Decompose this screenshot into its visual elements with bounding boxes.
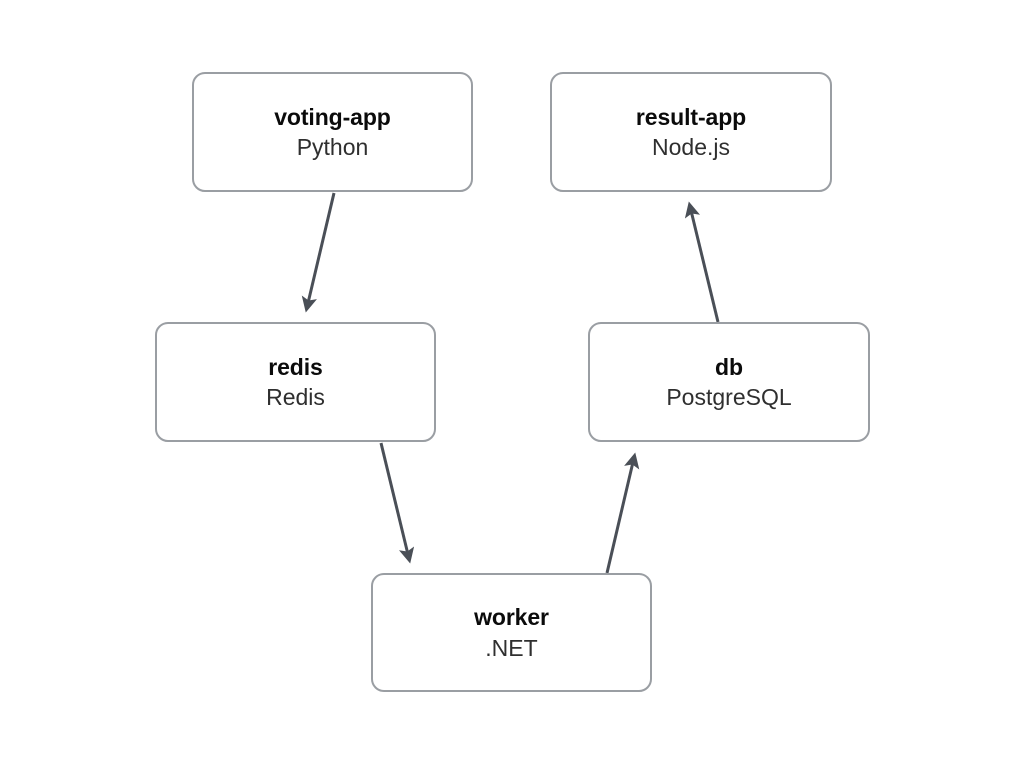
node-title: worker xyxy=(474,604,549,631)
edge-db-to-result-app xyxy=(684,201,720,323)
edge-worker-to-db xyxy=(605,452,640,574)
node-worker[interactable]: worker .NET xyxy=(371,573,652,692)
node-subtitle: Python xyxy=(296,134,369,160)
node-voting-app[interactable]: voting-app Python xyxy=(192,72,473,192)
node-db[interactable]: db PostgreSQL xyxy=(588,322,870,442)
node-subtitle: Redis xyxy=(266,384,325,410)
node-subtitle: Node.js xyxy=(652,134,730,160)
node-subtitle: PostgreSQL xyxy=(666,384,792,410)
node-title: voting-app xyxy=(274,103,391,130)
node-title: redis xyxy=(268,353,323,380)
node-title: result-app xyxy=(635,103,747,130)
node-subtitle: .NET xyxy=(485,634,538,661)
node-result-app[interactable]: result-app Node.js xyxy=(550,72,832,192)
node-title: db xyxy=(715,353,743,380)
edge-voting-app-to-redis xyxy=(301,192,336,313)
node-redis[interactable]: redis Redis xyxy=(155,322,436,442)
edge-redis-to-worker xyxy=(379,442,415,564)
